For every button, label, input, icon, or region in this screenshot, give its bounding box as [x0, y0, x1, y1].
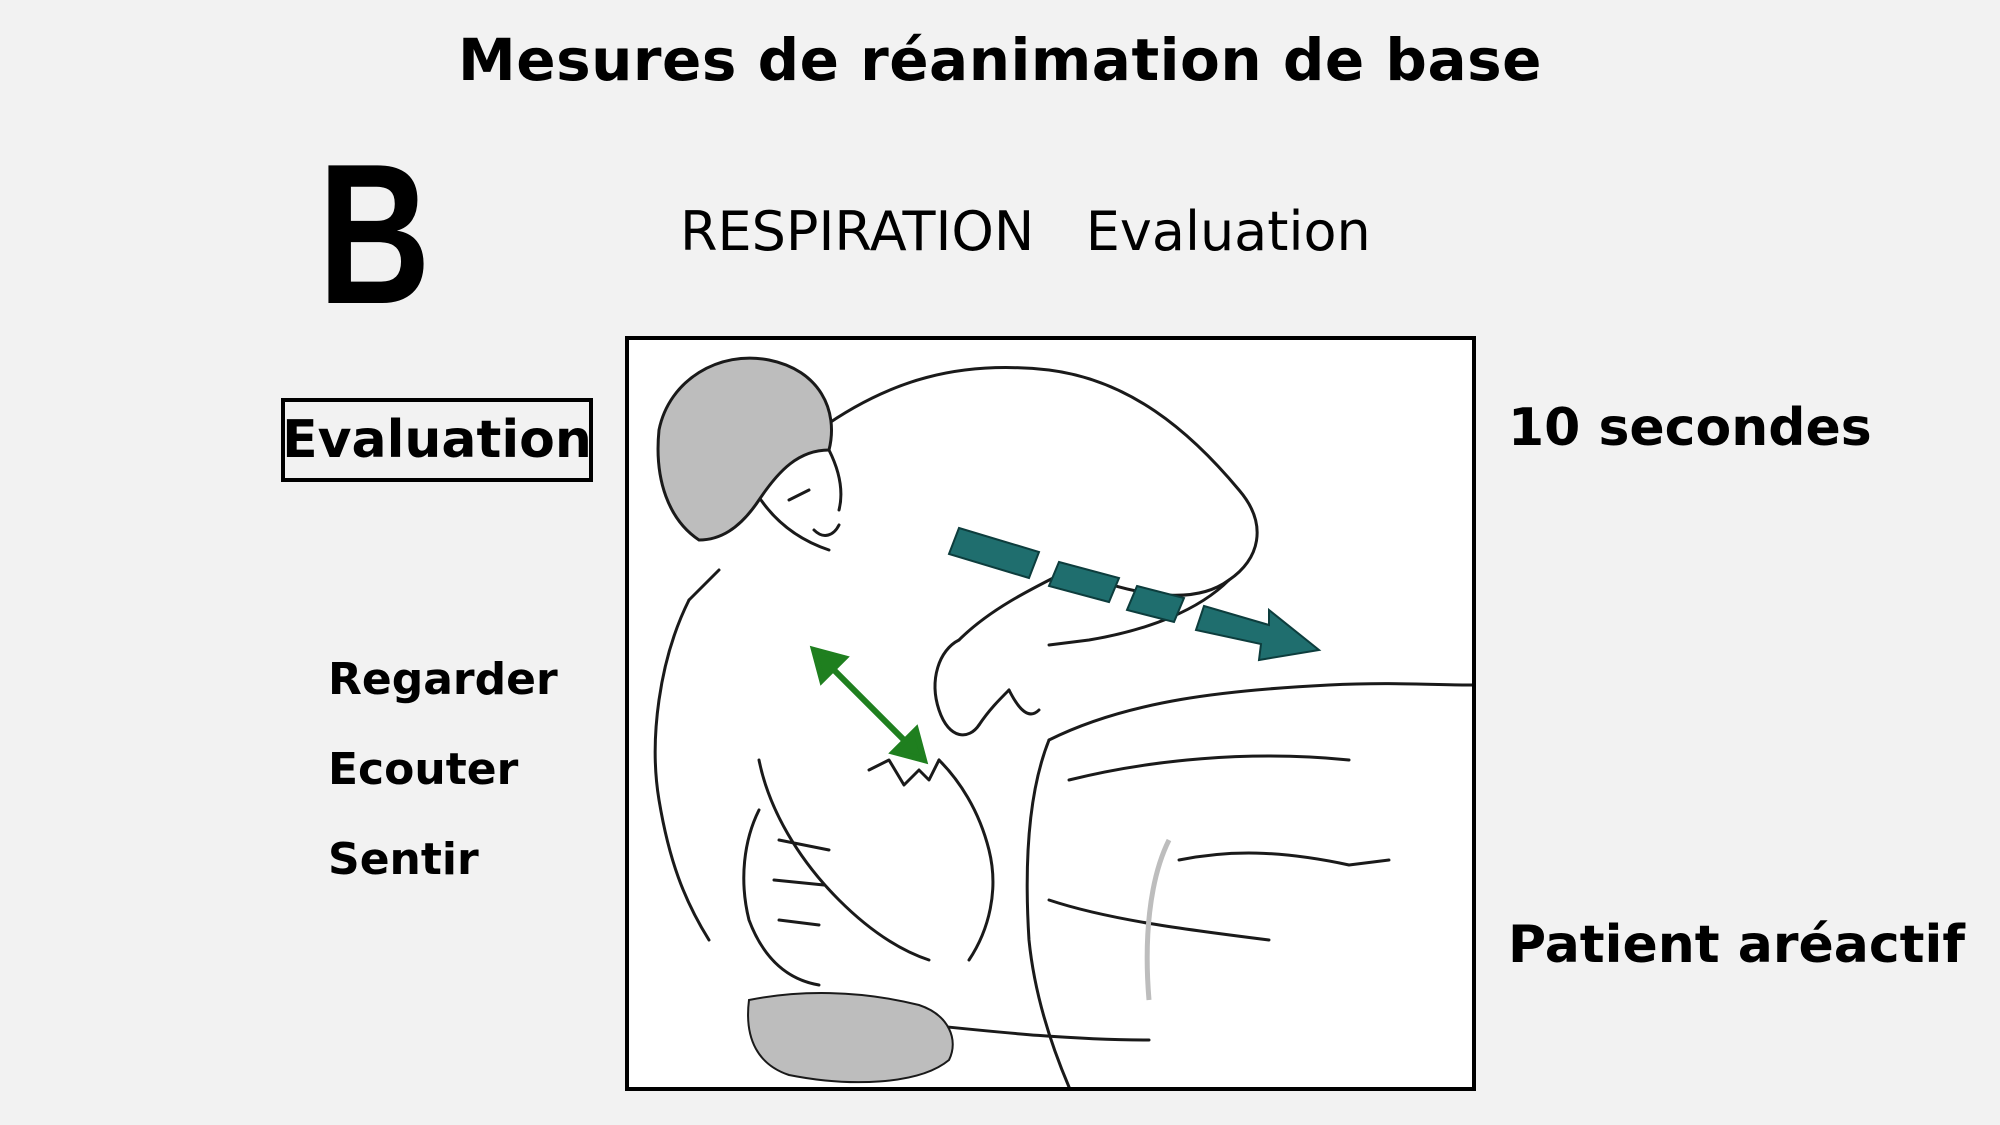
patient-hair: [747, 992, 954, 1084]
section-letter: B: [318, 123, 431, 346]
time-label: 10 secondes: [1508, 398, 1872, 458]
action-feel: Sentir: [328, 834, 479, 885]
breathing-check-illustration: [653, 356, 1472, 1087]
dashed-arrow-icon: [947, 526, 1322, 662]
illustration-frame: [625, 336, 1476, 1091]
section-subtitle: RESPIRATION Evaluation: [680, 200, 1371, 263]
action-listen: Ecouter: [328, 744, 519, 795]
double-arrow-icon: [809, 645, 929, 765]
rescuer-hair: [656, 356, 833, 542]
page-title: Mesures de réanimation de base: [458, 26, 1542, 94]
action-look: Regarder: [328, 654, 558, 705]
evaluation-box: Evaluation: [281, 398, 593, 482]
patient-label: Patient aréactif: [1508, 915, 1965, 975]
